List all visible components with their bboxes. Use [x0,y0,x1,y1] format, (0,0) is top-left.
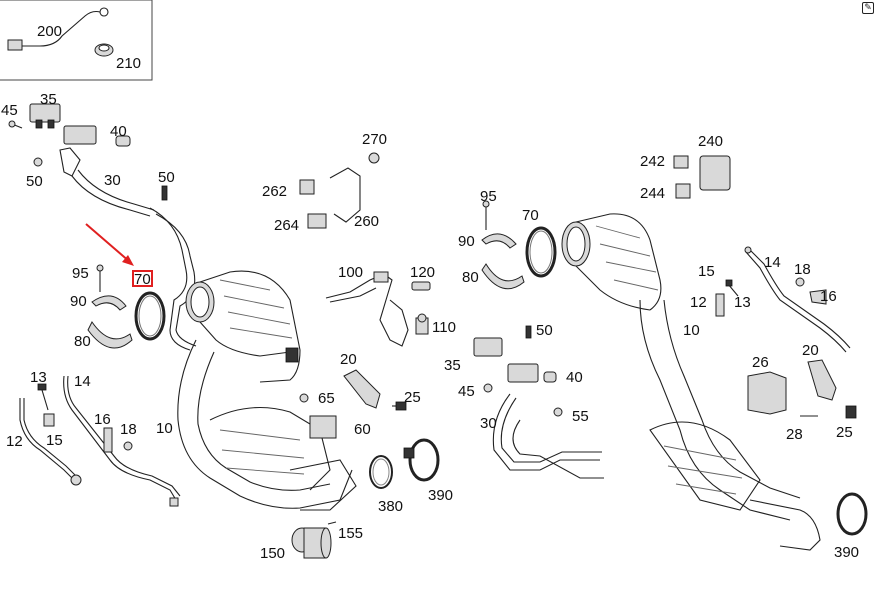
label-15: 15 [46,432,63,449]
pressure-sensor-assembly-left [8,103,197,351]
highlight-arrow [85,223,153,287]
sensor-plug [7,39,23,51]
label-262: 262 [262,183,287,200]
pipes-right [715,246,851,353]
label-90: 90 [70,293,87,310]
edit-icon[interactable]: ✎ [862,2,874,14]
catalytic-converter-left [177,270,357,511]
label-242: 242 [640,153,665,170]
label-20: 20 [340,351,357,368]
label-264: 264 [274,217,299,234]
catalytic-converter-right [561,213,868,551]
label-40: 40 [110,123,127,140]
label-155: 155 [338,525,363,542]
bracket-group-260 [299,152,380,229]
label-45: 45 [1,102,18,119]
sensor-cable [18,10,101,47]
label-25: 25 [836,424,853,441]
pipes-left [19,375,181,507]
label-30: 30 [480,415,497,432]
label-28: 28 [786,426,803,443]
label-95: 95 [72,265,89,282]
label-20: 20 [802,342,819,359]
label-35: 35 [40,91,57,108]
label-13: 13 [30,369,47,386]
bracket-20-center [343,369,407,411]
label-12: 12 [690,294,707,311]
bracket-group-240 [673,155,731,199]
label-390: 390 [834,544,859,561]
inset-box [0,0,153,81]
connector-150 [291,521,337,559]
label-50: 50 [158,169,175,186]
label-80: 80 [462,269,479,286]
label-55: 55 [572,408,589,425]
label-95: 95 [480,188,497,205]
label-240: 240 [698,133,723,150]
label-65: 65 [318,390,335,407]
label-80: 80 [74,333,91,350]
label-70: 70 [522,207,539,224]
label-260: 260 [354,213,379,230]
label-16: 16 [94,411,111,428]
clamp-group-right [481,200,557,290]
label-390: 390 [428,487,453,504]
label-244: 244 [640,185,665,202]
label-50: 50 [26,173,43,190]
label-10: 10 [156,420,173,437]
label-15: 15 [698,263,715,280]
label-45: 45 [458,383,475,400]
label-50: 50 [536,322,553,339]
part-labels: 200 210 45 35 40 50 30 50 270 262 264 26… [1,23,859,562]
label-13: 13 [734,294,751,311]
label-14: 14 [74,373,91,390]
label-16: 16 [820,288,837,305]
label-12: 12 [6,433,23,450]
label-270: 270 [362,131,387,148]
sensor-bracket-100 [325,271,431,347]
label-110: 110 [432,319,456,336]
label-90: 90 [458,233,475,250]
label-10: 10 [683,322,700,339]
bracket-group-right [747,359,857,419]
label-25: 25 [404,389,421,406]
label-100: 100 [338,264,363,281]
clamps-center [369,438,440,489]
label-70-highlighted: 70 [134,271,151,288]
label-150: 150 [260,545,285,562]
label-380: 380 [378,498,403,515]
label-30: 30 [104,172,121,189]
label-60: 60 [354,421,371,438]
clamp-group-left [87,264,166,349]
label-18: 18 [120,421,137,438]
label-200: 200 [37,23,62,40]
label-210: 210 [116,55,141,72]
label-18: 18 [794,261,811,278]
label-40: 40 [566,369,583,386]
oxygen-sensor [99,7,109,17]
label-14: 14 [764,254,781,271]
highlight-box [132,270,153,287]
label-35: 35 [444,357,461,374]
pressure-sensor-assembly-right [473,325,604,479]
label-26: 26 [752,354,769,371]
label-120: 120 [410,264,435,281]
